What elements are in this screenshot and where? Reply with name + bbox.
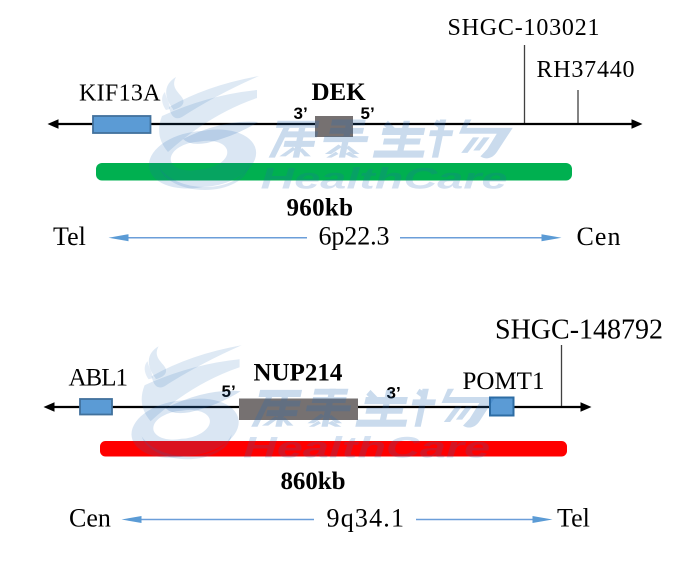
- svg-text:9q34.1: 9q34.1: [327, 504, 405, 533]
- svg-text:SHGC-148792: SHGC-148792: [495, 315, 663, 346]
- svg-text:ABL1: ABL1: [69, 365, 129, 392]
- svg-text:Tel: Tel: [53, 222, 86, 251]
- svg-text:6p22.3: 6p22.3: [319, 222, 390, 251]
- svg-text:5’: 5’: [361, 104, 375, 123]
- svg-text:POMT1: POMT1: [463, 368, 545, 395]
- svg-text:Cen: Cen: [69, 504, 111, 533]
- svg-text:960kb: 960kb: [287, 195, 354, 222]
- svg-text:DEK: DEK: [312, 79, 367, 106]
- svg-text:3’: 3’: [294, 104, 308, 123]
- svg-text:Cen: Cen: [577, 222, 621, 251]
- svg-text:NUP214: NUP214: [254, 360, 343, 387]
- svg-text:KIF13A: KIF13A: [79, 81, 161, 107]
- svg-text:RH37440: RH37440: [537, 57, 635, 83]
- svg-text:860kb: 860kb: [281, 468, 346, 495]
- svg-text:SHGC-103021: SHGC-103021: [448, 15, 600, 41]
- svg-text:Tel: Tel: [557, 504, 590, 533]
